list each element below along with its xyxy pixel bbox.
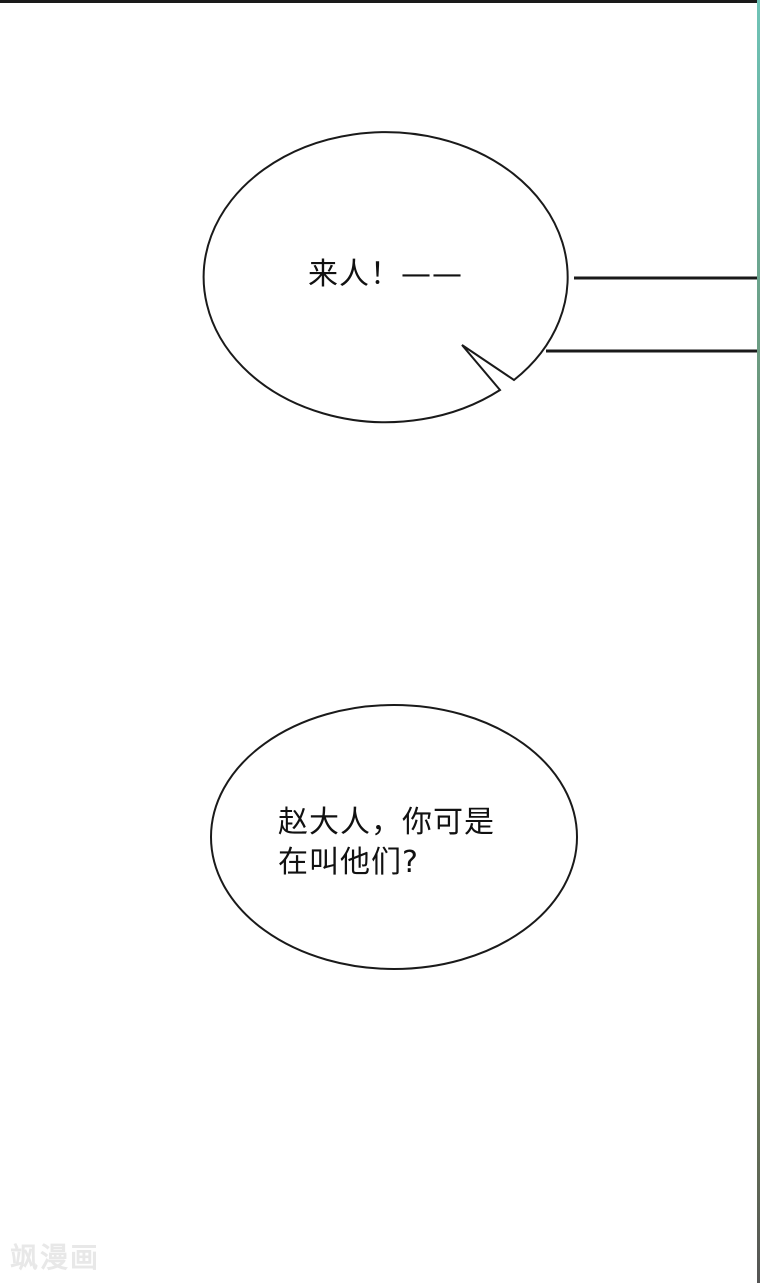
watermark-logo: 飒漫画 xyxy=(10,1241,101,1274)
speech-bubble-1-text: 来人！—— xyxy=(308,257,463,292)
speech-bubble-1 xyxy=(202,131,569,424)
speech-bubble-2 xyxy=(210,704,578,970)
panel-top-border xyxy=(0,0,760,3)
speech-bubble-2-text: 赵大人，你可是 在叫他们? xyxy=(278,805,495,880)
panel-right-edge xyxy=(757,0,760,1283)
